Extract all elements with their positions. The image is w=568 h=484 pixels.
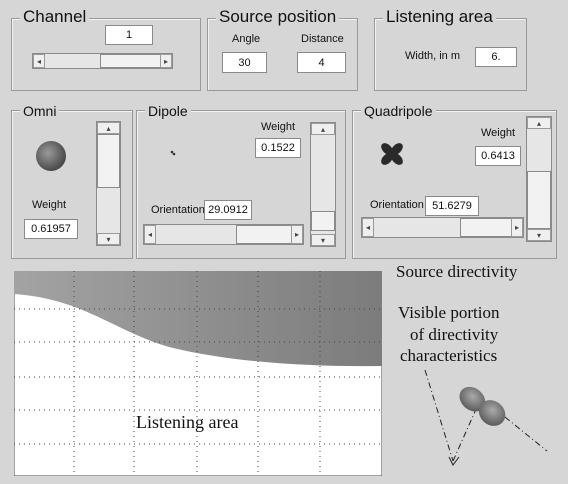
omni-weight-slider-thumb[interactable] xyxy=(97,134,120,188)
quadripole-orientation-slider-thumb[interactable] xyxy=(460,218,512,237)
dipole-orientation-label: Orientation xyxy=(151,204,205,216)
listening-area-plot xyxy=(14,271,382,476)
listening-area-title: Listening area xyxy=(383,8,496,26)
dipole-weight-slider-thumb[interactable] xyxy=(311,211,335,231)
quadripole-title: Quadripole xyxy=(361,102,436,120)
dipole-orientation-slider[interactable]: ◂ ▸ xyxy=(143,224,304,245)
omni-title: Omni xyxy=(20,102,60,120)
channel-field[interactable]: 1 xyxy=(105,25,153,45)
source-position-title: Source position xyxy=(216,8,340,26)
scroll-up-icon[interactable]: ▴ xyxy=(311,123,335,135)
dipole-weight-field[interactable]: 0.1522 xyxy=(255,138,301,158)
width-field[interactable]: 6. xyxy=(475,47,517,67)
source-position-panel: Source position Angle Distance 30 4 xyxy=(207,8,358,91)
scroll-down-icon[interactable]: ▾ xyxy=(97,233,120,245)
dipole-panel: Dipole Weight 0.1522 Orientation 29.0912… xyxy=(136,102,346,259)
source-directivity-caption: Source directivity xyxy=(396,262,518,281)
channel-panel: Channel 1 ◂ ▸ xyxy=(11,8,201,91)
dipole-orientation-slider-thumb[interactable] xyxy=(236,225,296,244)
omni-weight-field[interactable]: 0.61957 xyxy=(24,219,78,239)
omni-panel: Omni Weight 0.61957 ▴ ▾ xyxy=(11,102,133,259)
dipole-weight-label: Weight xyxy=(261,121,296,133)
scroll-down-icon[interactable]: ▾ xyxy=(527,229,551,241)
channel-slider[interactable]: ◂ ▸ xyxy=(32,53,173,69)
omni-pattern-icon xyxy=(36,141,66,171)
listening-area-panel: Listening area Width, in m 6. xyxy=(374,8,527,91)
channel-title: Channel xyxy=(20,8,90,26)
scroll-left-icon[interactable]: ◂ xyxy=(362,218,374,237)
scroll-up-icon[interactable]: ▴ xyxy=(97,122,120,134)
scroll-up-icon[interactable]: ▴ xyxy=(527,117,551,129)
quadripole-weight-field[interactable]: 0.6413 xyxy=(475,146,521,166)
omni-weight-slider[interactable]: ▴ ▾ xyxy=(96,121,121,246)
directivity-lobe-icon xyxy=(459,386,486,412)
width-label: Width, in m xyxy=(405,50,461,62)
distance-label: Distance xyxy=(301,33,344,45)
quadripole-orientation-field[interactable]: 51.6279 xyxy=(425,196,479,216)
quadripole-weight-slider[interactable]: ▴ ▾ xyxy=(526,116,552,242)
angle-field[interactable]: 30 xyxy=(222,52,267,73)
quadripole-orientation-label: Orientation xyxy=(370,199,424,211)
scroll-right-icon[interactable]: ▸ xyxy=(511,218,523,237)
channel-slider-thumb[interactable] xyxy=(100,54,162,68)
visible-portion-caption-2: of directivity xyxy=(410,325,499,344)
listening-area-caption: Listening area xyxy=(136,412,239,432)
quadripole-weight-slider-thumb[interactable] xyxy=(527,171,551,229)
quadripole-weight-label: Weight xyxy=(481,127,516,139)
visible-portion-caption-3: characteristics xyxy=(400,346,498,365)
distance-field[interactable]: 4 xyxy=(297,52,346,73)
dipole-title: Dipole xyxy=(145,102,191,120)
quadripole-pattern-icon xyxy=(381,143,403,165)
directivity-diagram xyxy=(424,369,548,466)
scroll-right-icon[interactable]: ▸ xyxy=(160,54,172,68)
scroll-left-icon[interactable]: ◂ xyxy=(144,225,156,244)
dipole-pattern-icon xyxy=(170,150,176,156)
visible-portion-caption-1: Visible portion xyxy=(398,303,500,322)
quadripole-panel: Quadripole Weight 0.6413 Orientation 51.… xyxy=(352,102,557,259)
quadripole-orientation-slider[interactable]: ◂ ▸ xyxy=(361,217,524,238)
scroll-left-icon[interactable]: ◂ xyxy=(33,54,45,68)
angle-label: Angle xyxy=(232,33,261,45)
omni-weight-label: Weight xyxy=(32,199,67,211)
scroll-down-icon[interactable]: ▾ xyxy=(311,234,335,246)
dipole-weight-slider[interactable]: ▴ ▾ xyxy=(310,122,336,247)
scroll-right-icon[interactable]: ▸ xyxy=(291,225,303,244)
dipole-orientation-field[interactable]: 29.0912 xyxy=(204,200,252,220)
